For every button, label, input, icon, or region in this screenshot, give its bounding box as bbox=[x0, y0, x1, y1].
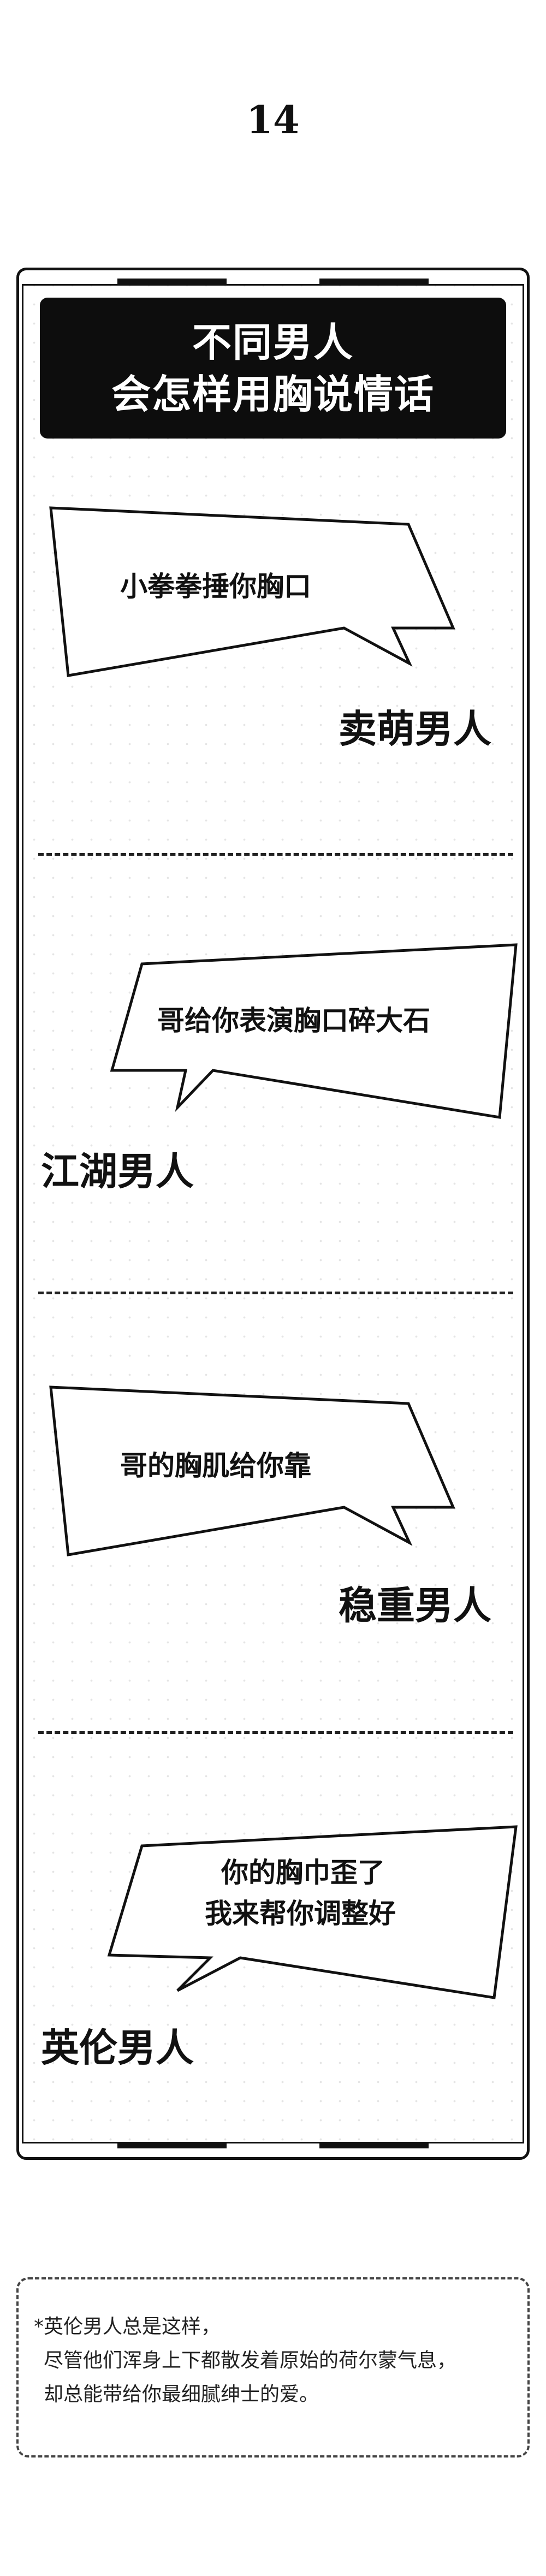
section-divider-1 bbox=[38, 853, 513, 856]
title-banner: 不同男人 会怎样用胸说情话 bbox=[40, 298, 506, 439]
speech-bubble-3-shape bbox=[49, 1385, 455, 1556]
speech-bubble-3 bbox=[0, 0, 546, 1556]
section-divider-3 bbox=[38, 1731, 513, 1734]
speech-bubble-2-shape bbox=[110, 943, 518, 1119]
footnote-line-3: 却总能带给你最细腻绅士的爱。 bbox=[44, 2383, 319, 2406]
section-divider-2 bbox=[38, 1292, 513, 1294]
frame-tab-bottom-right bbox=[319, 2142, 429, 2148]
type-label-3: 稳重男人 bbox=[339, 1583, 491, 1628]
speech-text-4a: 你的胸巾歪了 bbox=[221, 1856, 385, 1888]
page-number: 14 bbox=[246, 97, 300, 143]
speech-bubble-4 bbox=[0, 0, 546, 1999]
type-label-2: 江湖男人 bbox=[41, 1148, 194, 1194]
footnote-line-1: *英伦男人总是这样， bbox=[34, 2316, 221, 2338]
frame-tab-top-left bbox=[117, 279, 227, 285]
footnote-line-2: 尽管他们浑身上下都散发着原始的荷尔蒙气息， bbox=[44, 2349, 457, 2372]
title-line-1: 不同男人 bbox=[192, 319, 354, 365]
speech-text-2: 哥给你表演胸口碎大石 bbox=[157, 1004, 430, 1037]
speech-bubble-1-shape bbox=[49, 506, 455, 677]
frame-tab-bottom-left bbox=[117, 2142, 227, 2148]
type-label-4: 英伦男人 bbox=[41, 2025, 194, 2070]
footnote-box bbox=[16, 2277, 530, 2457]
title-line-2: 会怎样用胸说情话 bbox=[111, 371, 435, 417]
type-label-1: 卖萌男人 bbox=[339, 706, 491, 751]
speech-text-4b: 我来帮你调整好 bbox=[205, 1897, 396, 1929]
speech-text-1: 小拳拳捶你胸口 bbox=[120, 570, 311, 602]
speech-bubble-4-shape bbox=[107, 1825, 518, 1999]
speech-bubble-1 bbox=[0, 0, 546, 677]
speech-text-3: 哥的胸肌给你靠 bbox=[120, 1449, 311, 1482]
speech-bubble-2 bbox=[0, 0, 546, 1119]
frame-tab-top-right bbox=[319, 279, 429, 285]
